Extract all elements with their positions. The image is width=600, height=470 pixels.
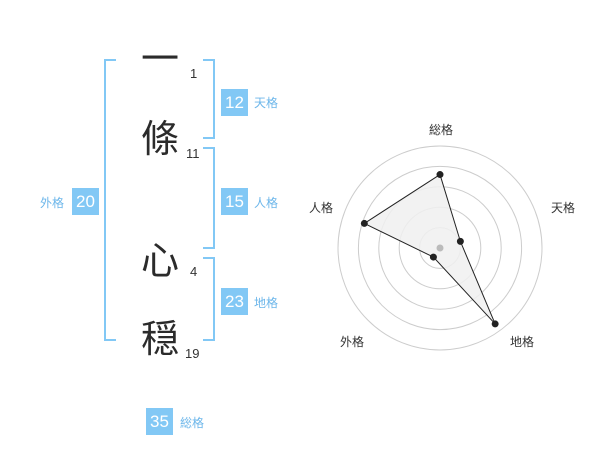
radar-label-soukaku: 総格	[429, 123, 454, 137]
chikaku-badge: 23	[221, 288, 248, 315]
tenkaku-badge: 12	[221, 89, 248, 116]
gaikaku-label: 外格	[40, 196, 65, 210]
tenkaku-label: 天格	[254, 96, 279, 110]
soukaku-label: 総格	[180, 416, 205, 430]
radar-label-gaikaku: 外格	[340, 335, 365, 349]
jinkaku-badge: 15	[221, 188, 248, 215]
name-char-2: 條	[141, 117, 180, 161]
radar-point-1	[456, 237, 464, 245]
radar-ring	[337, 145, 543, 351]
stroke-count-2: 11	[186, 146, 200, 161]
radar-point-2	[491, 320, 499, 328]
radar-label-tenkaku: 天格	[551, 201, 576, 215]
chikaku-label: 地格	[254, 296, 279, 310]
radar-point-0	[436, 171, 444, 179]
name-char-4: 穏	[141, 317, 180, 361]
gaikaku-badge: 20	[72, 188, 99, 215]
radar-point-4	[360, 219, 368, 227]
radar-ring	[357, 165, 523, 331]
radar-point-3	[429, 253, 437, 261]
name-char-1: 一	[141, 37, 180, 81]
radar-polygon	[363, 173, 496, 325]
stroke-count-4: 19	[185, 346, 200, 361]
radar-center	[436, 244, 444, 252]
name-char-3: 心	[141, 239, 180, 283]
stroke-count-1: 1	[190, 66, 198, 81]
soukaku-badge: 35	[146, 408, 173, 435]
jinkaku-label: 人格	[254, 196, 279, 210]
stroke-count-3: 4	[190, 264, 198, 279]
radar-chart	[337, 145, 543, 351]
radar-label-jinkaku: 人格	[309, 201, 334, 215]
radar-label-chikaku: 地格	[510, 335, 535, 349]
